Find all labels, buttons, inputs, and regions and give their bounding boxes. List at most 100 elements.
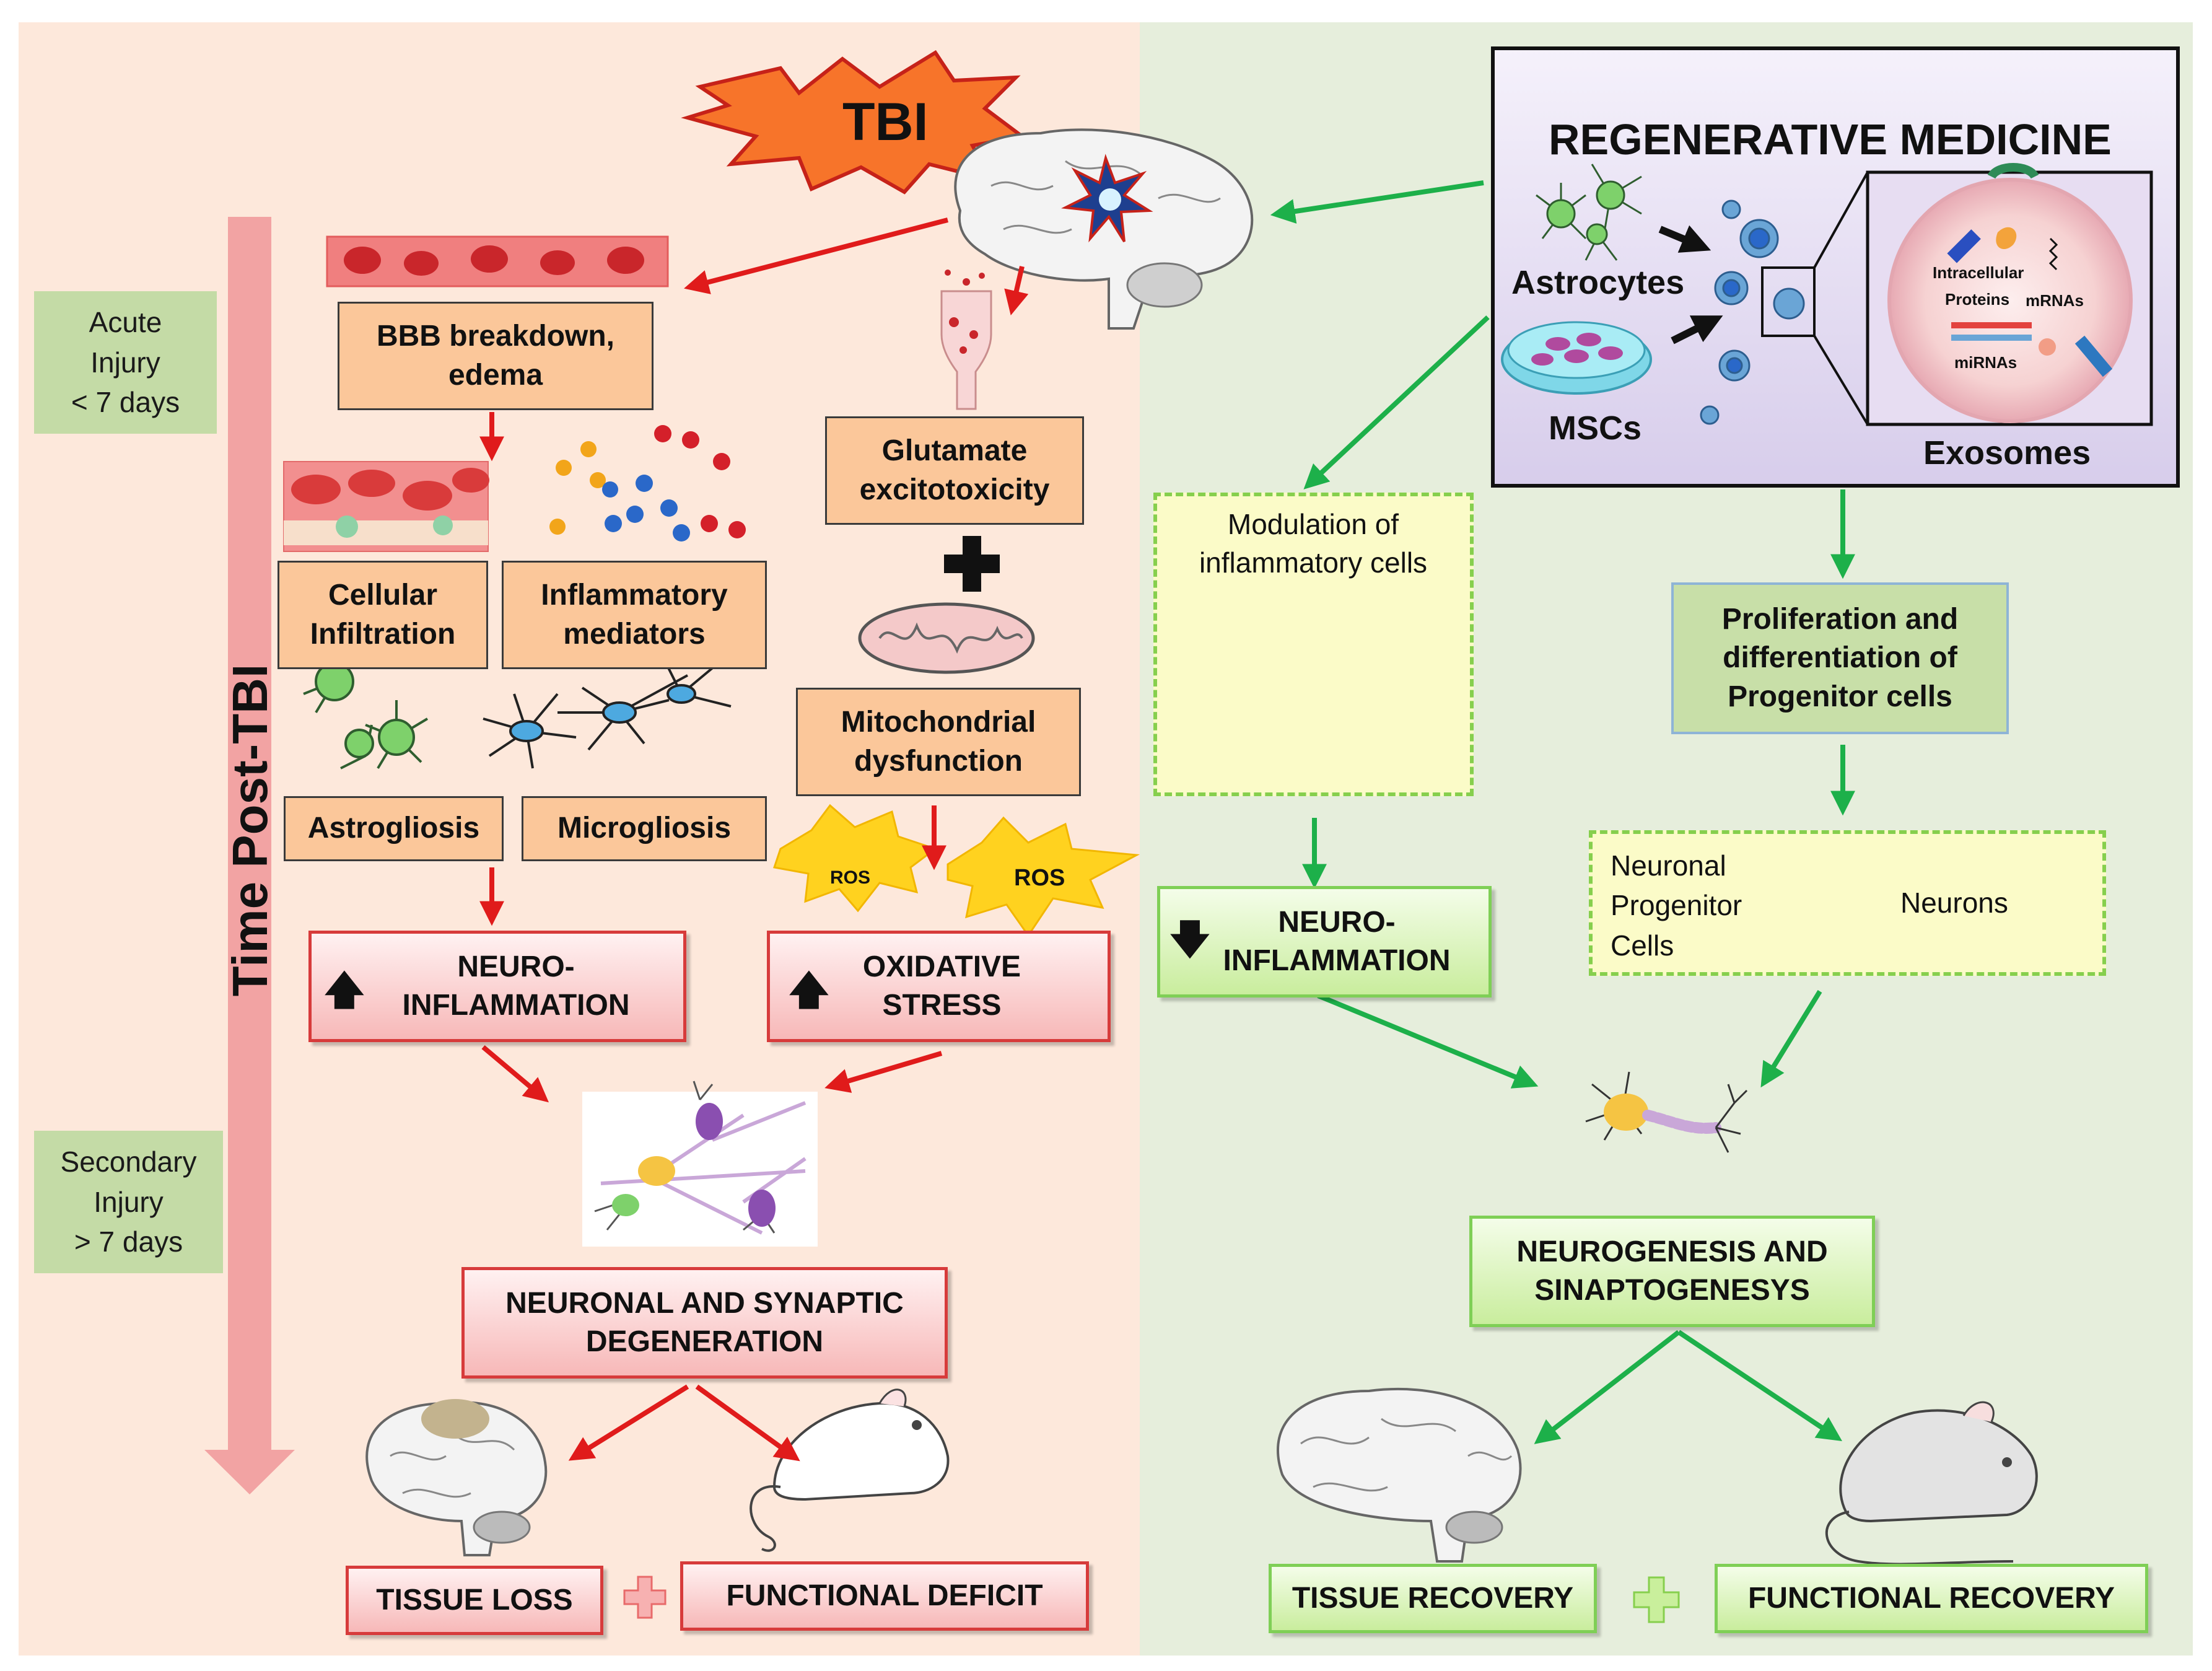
exo-mrnas: mRNAs xyxy=(2026,291,2084,310)
neuroinflam-right-line1: NEURO- xyxy=(1278,905,1396,939)
degeneration-box: NEURONAL AND SYNAPTIC DEGENERATION xyxy=(461,1267,948,1379)
prolif-line1: Proliferation and xyxy=(1721,602,1959,636)
tissue-loss-box: TISSUE LOSS xyxy=(346,1566,603,1635)
neuron-network-image xyxy=(582,1081,818,1247)
tbi-label: TBI xyxy=(842,92,929,152)
time-arrow xyxy=(204,217,295,1494)
astrogliosis-box: Astrogliosis xyxy=(284,796,504,861)
modulation-text: Modulation of inflammatory cells xyxy=(1168,505,1459,582)
secondary-line2: Injury xyxy=(94,1185,164,1218)
healthy-mouse xyxy=(1825,1401,2038,1566)
oxidative-line2: STRESS xyxy=(882,989,1002,1022)
modulation-line1: Modulation of xyxy=(1227,508,1399,540)
prolif-line3: Progenitor cells xyxy=(1728,680,1952,713)
acute-line1: Acute xyxy=(89,306,162,339)
down-arrow-icon: 🡇 xyxy=(1169,917,1210,962)
cellular-line2: Infiltration xyxy=(310,617,456,651)
regen-arrow-2 xyxy=(1671,315,1723,344)
astrogliosis-label: Astrogliosis xyxy=(307,812,480,845)
npc-line3: Cells xyxy=(1611,929,1674,962)
npc-line1: Neuronal xyxy=(1611,849,1726,882)
npc-text: Neuronal Progenitor Cells xyxy=(1611,846,1742,965)
prolif-line2: differentiation of xyxy=(1723,641,1957,675)
functional-deficit-box: FUNCTIONAL DEFICIT xyxy=(680,1561,1089,1631)
proliferation-box: Proliferation and differentiation of Pro… xyxy=(1671,582,2009,734)
acute-line3: < 7 days xyxy=(71,386,180,419)
oxidative-line1: OXIDATIVE xyxy=(862,950,1021,983)
glutamate-line1: Glutamate xyxy=(881,434,1028,468)
mitochondrion-image xyxy=(858,602,1035,674)
tissue-recovery-label: TISSUE RECOVERY xyxy=(1292,1581,1574,1615)
neuroinflam-line2: INFLAMMATION xyxy=(402,989,630,1022)
degeneration-line1: NEURONAL AND SYNAPTIC xyxy=(505,1286,904,1320)
functional-recovery-label: FUNCTIONAL RECOVERY xyxy=(1747,1581,2115,1615)
synapse-image xyxy=(940,270,992,410)
up-arrow-icon: 🡅 xyxy=(324,968,365,1012)
secondary-line1: Secondary xyxy=(60,1146,197,1178)
mitochondrial-box: Mitochondrial dysfunction xyxy=(796,688,1081,796)
inflammatory-mediators-box: Inflammatory mediators xyxy=(502,561,767,669)
exosome-zoom-frame xyxy=(1761,266,1816,337)
degeneration-line2: DEGENERATION xyxy=(585,1325,824,1358)
neurons-label: Neurons xyxy=(1900,887,2008,919)
inflammatory-line1: Inflammatory xyxy=(541,579,728,612)
exo-intracellular: Intracellular xyxy=(1933,263,2024,282)
regenerated-neuron-image xyxy=(1585,1071,1748,1153)
regen-arrow-1 xyxy=(1658,225,1711,253)
cellular-infiltration-box: Cellular Infiltration xyxy=(278,561,488,669)
oxidative-stress-box: 🡅 OXIDATIVE STRESS xyxy=(767,931,1111,1042)
plus-symbol xyxy=(944,536,1000,592)
green-plus xyxy=(1633,1576,1680,1623)
modulation-line2: inflammatory cells xyxy=(1199,546,1428,579)
functional-deficit-label: FUNCTIONAL DEFICIT xyxy=(726,1579,1043,1612)
petri-dish-icon xyxy=(1501,321,1652,395)
cellular-line1: Cellular xyxy=(328,579,438,612)
tissue-recovery-box: TISSUE RECOVERY xyxy=(1269,1564,1597,1633)
neurogenesis-line2: SINAPTOGENESYS xyxy=(1534,1274,1810,1307)
time-axis-label: Time Post-TBI xyxy=(222,664,278,997)
green-arrows xyxy=(1270,180,1855,1444)
astrocyte-cluster-left xyxy=(303,644,429,770)
neuroinflam-line1: NEURO- xyxy=(457,950,575,983)
exosomes-label: Exosomes xyxy=(1923,434,2091,471)
glutamate-line2: excitotoxicity xyxy=(859,473,1050,506)
secondary-line3: > 7 days xyxy=(74,1226,183,1258)
red-plus xyxy=(623,1576,667,1619)
exosome-detail xyxy=(1887,178,2133,423)
functional-recovery-box: FUNCTIONAL RECOVERY xyxy=(1715,1564,2148,1633)
mscs-label: MSCs xyxy=(1549,410,1642,447)
secondary-injury-label: Secondary Injury > 7 days xyxy=(34,1131,223,1273)
regen-title: REGENERATIVE MEDICINE xyxy=(1549,115,2112,164)
ros-burst-left xyxy=(773,804,938,913)
ros-label-left: ROS xyxy=(830,867,871,888)
neurogenesis-box: NEUROGENESIS AND SINAPTOGENESYS xyxy=(1469,1216,1875,1327)
astrocytes-label: Astrocytes xyxy=(1511,264,1685,301)
up-arrow-icon: 🡅 xyxy=(789,968,829,1012)
bbb-breakdown-box: BBB breakdown, edema xyxy=(338,302,654,410)
neuroinflammation-up-box: 🡅 NEURO- INFLAMMATION xyxy=(308,931,686,1042)
exo-proteins: Proteins xyxy=(1945,290,2010,309)
npc-box xyxy=(1589,830,2106,976)
modulation-box xyxy=(1153,493,1474,796)
microglia-cluster-left xyxy=(483,656,732,769)
mito-line2: dysfunction xyxy=(854,744,1023,778)
damaged-brain xyxy=(365,1399,548,1556)
neuroinflammation-down-box: 🡇 NEURO- INFLAMMATION xyxy=(1157,886,1492,998)
bbb-line2: edema xyxy=(448,358,543,392)
ros-label-right: ROS xyxy=(1014,865,1065,891)
exosome-vesicles xyxy=(1700,200,1805,425)
injured-brain xyxy=(954,128,1254,330)
bbb-line1: BBB breakdown, xyxy=(376,320,615,353)
mito-line1: Mitochondrial xyxy=(841,706,1036,739)
acute-line2: Injury xyxy=(90,346,160,379)
microgliosis-box: Microgliosis xyxy=(522,796,767,861)
microgliosis-label: Microgliosis xyxy=(557,812,732,845)
glutamate-box: Glutamate excitotoxicity xyxy=(825,416,1084,525)
inflammatory-line2: mediators xyxy=(563,617,706,651)
ros-burst-right xyxy=(946,816,1140,937)
injured-rat xyxy=(750,1388,950,1552)
infiltration-image xyxy=(283,461,489,552)
regen-astrocytes xyxy=(1536,164,1642,261)
